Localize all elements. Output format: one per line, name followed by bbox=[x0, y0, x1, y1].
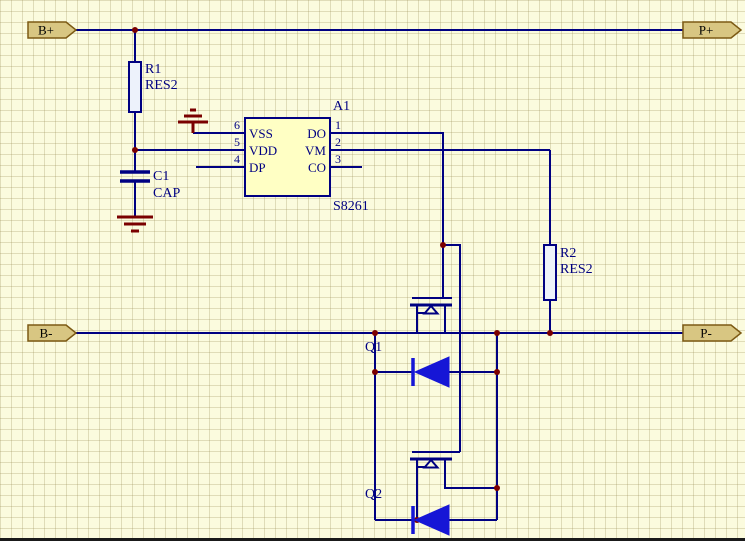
ground-bars bbox=[178, 108, 208, 124]
sheet-border bbox=[0, 538, 745, 541]
port-shape bbox=[682, 21, 743, 39]
value[interactable]: RES2 bbox=[560, 262, 593, 277]
capacitor-plates bbox=[120, 170, 150, 183]
resistor-r2[interactable]: R2 RES2 bbox=[543, 244, 593, 301]
wire-gate2-branch[interactable] bbox=[443, 244, 461, 452]
pin-number: 5 bbox=[234, 135, 240, 149]
diode-triangle bbox=[413, 504, 450, 536]
resistor-r1[interactable]: R1 RES2 bbox=[128, 61, 178, 113]
junction-dot bbox=[494, 369, 500, 375]
pin-number: 6 bbox=[234, 118, 240, 132]
body-arrow bbox=[422, 458, 440, 469]
port-shape bbox=[27, 21, 78, 39]
ic-body bbox=[244, 117, 331, 197]
designator[interactable]: R2 bbox=[560, 246, 576, 261]
port-shape bbox=[682, 324, 743, 342]
junction-dot bbox=[494, 330, 500, 336]
diode-d2[interactable] bbox=[411, 504, 450, 536]
port-shape bbox=[27, 324, 78, 342]
ic-s8261[interactable]: 6 5 4 1 2 3 VSS VDD DP DO VM CO A1 S8261 bbox=[234, 99, 369, 214]
junction-dot bbox=[132, 147, 138, 153]
ground-symbol-c1[interactable] bbox=[117, 215, 153, 233]
designator[interactable]: Q2 bbox=[365, 487, 382, 502]
junction-dot bbox=[132, 27, 138, 33]
pin-number: 2 bbox=[335, 135, 341, 149]
designator[interactable]: R1 bbox=[145, 62, 161, 77]
port-p-minus[interactable]: P- bbox=[682, 324, 743, 342]
port-p-plus[interactable]: P+ bbox=[682, 21, 743, 39]
port-label: B- bbox=[40, 326, 53, 341]
resistor-body bbox=[543, 244, 557, 301]
junction-dot bbox=[547, 330, 553, 336]
designator[interactable]: C1 bbox=[153, 169, 169, 184]
port-label: P- bbox=[700, 326, 712, 341]
designator[interactable]: Q1 bbox=[365, 340, 382, 355]
junction-dot bbox=[494, 485, 500, 491]
value[interactable]: CAP bbox=[153, 186, 180, 201]
ground-symbol-vss[interactable] bbox=[178, 108, 208, 133]
diode-triangle bbox=[413, 356, 450, 388]
wire-q2-leads[interactable] bbox=[416, 467, 497, 520]
pin-number: 3 bbox=[335, 152, 341, 166]
value[interactable]: RES2 bbox=[145, 78, 178, 93]
port-label: P+ bbox=[699, 23, 714, 38]
designator[interactable]: A1 bbox=[333, 99, 350, 114]
resistor-body bbox=[128, 61, 142, 113]
port-label: B+ bbox=[38, 23, 54, 38]
pin-number: 1 bbox=[335, 118, 341, 132]
wires bbox=[76, 29, 683, 521]
body-arrow bbox=[422, 304, 440, 315]
pin-name: VM bbox=[305, 143, 326, 158]
pin-name: VDD bbox=[249, 143, 277, 158]
part-number[interactable]: S8261 bbox=[333, 199, 369, 214]
pin-name: DP bbox=[249, 160, 266, 175]
mosfet-q1[interactable]: Q1 bbox=[365, 297, 452, 355]
wire-q1-leads[interactable] bbox=[416, 313, 446, 333]
pin-name: CO bbox=[308, 160, 326, 175]
mosfet-q2[interactable]: Q2 bbox=[365, 451, 460, 502]
junction-dot bbox=[440, 242, 446, 248]
pin-name: VSS bbox=[249, 126, 273, 141]
junction-dot bbox=[372, 369, 378, 375]
junction-dot bbox=[372, 330, 378, 336]
ground-bars bbox=[117, 215, 153, 233]
capacitor-c1[interactable]: C1 CAP bbox=[120, 169, 180, 201]
wire-do-gate1[interactable] bbox=[330, 132, 444, 298]
pin-number: 4 bbox=[234, 152, 240, 166]
diode-d1[interactable] bbox=[411, 356, 450, 388]
port-b-plus[interactable]: B+ bbox=[27, 21, 78, 39]
pin-name: DO bbox=[307, 126, 326, 141]
port-b-minus[interactable]: B- bbox=[27, 324, 78, 342]
